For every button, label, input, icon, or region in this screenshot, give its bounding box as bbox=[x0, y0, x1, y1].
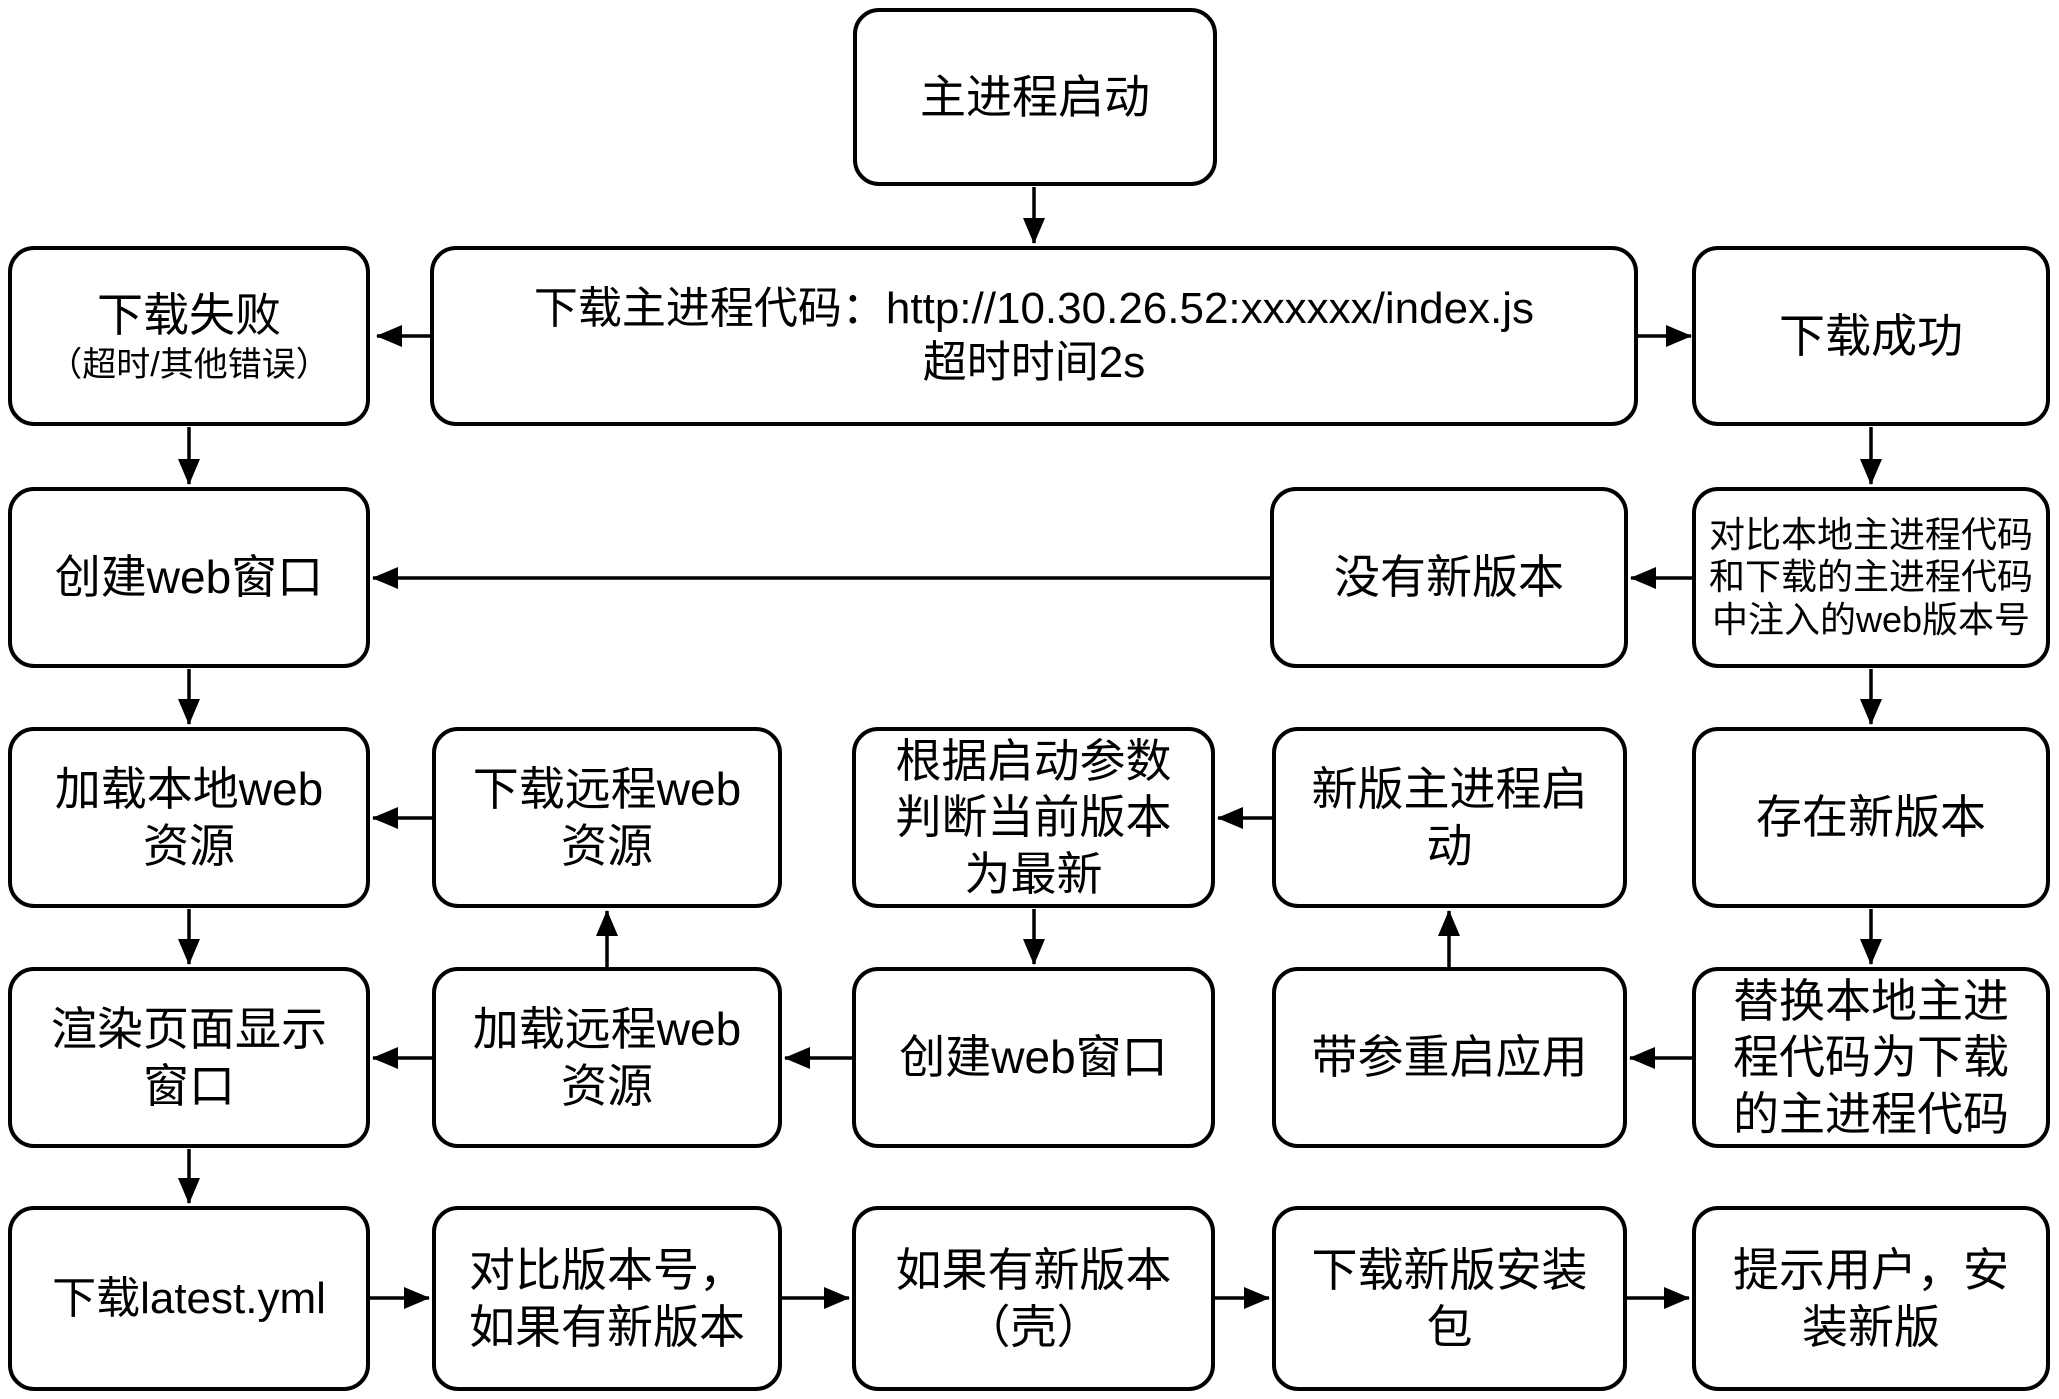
node-download-latest-yml: 下载latest.yml bbox=[8, 1206, 370, 1391]
node-label: 加载本地web 资源 bbox=[54, 763, 324, 872]
node-label: 没有新版本 bbox=[1334, 551, 1564, 604]
node-restart-with-args: 带参重启应用 bbox=[1272, 967, 1627, 1148]
node-label: 下载成功 bbox=[1779, 309, 1963, 362]
node-label: 对比本地主进程代码 和下载的主进程代码 中注入的web版本号 bbox=[1708, 513, 2033, 640]
node-download-installer: 下载新版安装 包 bbox=[1272, 1206, 1627, 1391]
node-create-web-window: 创建web窗口 bbox=[8, 487, 370, 668]
node-main-process-start: 主进程启动 bbox=[853, 8, 1217, 186]
node-no-new-version: 没有新版本 bbox=[1270, 487, 1628, 668]
node-label: 提示用户，安 装新版 bbox=[1733, 1244, 2009, 1353]
node-label: 下载latest.yml bbox=[52, 1273, 326, 1323]
node-compare-version-number: 对比版本号， 如果有新版本 bbox=[432, 1206, 782, 1391]
node-compare-web-version: 对比本地主进程代码 和下载的主进程代码 中注入的web版本号 bbox=[1692, 487, 2050, 668]
node-label: 存在新版本 bbox=[1756, 791, 1986, 844]
node-label: 渲染页面显示 窗口 bbox=[51, 1003, 327, 1112]
node-label: 带参重启应用 bbox=[1311, 1031, 1588, 1084]
node-download-remote-web-resources: 下载远程web 资源 bbox=[432, 727, 782, 908]
node-new-main-process-start: 新版主进程启 动 bbox=[1272, 727, 1627, 908]
node-replace-local-main-code: 替换本地主进 程代码为下载 的主进程代码 bbox=[1692, 967, 2050, 1148]
node-label: 下载新版安装 包 bbox=[1311, 1244, 1588, 1353]
node-label: 主进程启动 bbox=[920, 70, 1150, 123]
node-label: 创建web窗口 bbox=[54, 551, 324, 604]
node-download-failed: 下载失败 （超时/其他错误） bbox=[8, 246, 370, 426]
node-download-main-code: 下载主进程代码：http://10.30.26.52:xxxxxx/index.… bbox=[430, 246, 1638, 426]
node-label: 加载远程web 资源 bbox=[472, 1003, 742, 1112]
node-sublabel: （超时/其他错误） bbox=[48, 345, 330, 384]
node-label: 根据启动参数 判断当前版本 为最新 bbox=[895, 735, 1172, 900]
node-prompt-user-install: 提示用户，安 装新版 bbox=[1692, 1206, 2050, 1391]
node-load-remote-web-resources: 加载远程web 资源 bbox=[432, 967, 782, 1148]
node-new-version-exists: 存在新版本 bbox=[1692, 727, 2050, 908]
node-label: 创建web窗口 bbox=[899, 1031, 1168, 1084]
node-load-local-web-resources: 加载本地web 资源 bbox=[8, 727, 370, 908]
node-create-web-window-2: 创建web窗口 bbox=[852, 967, 1215, 1148]
node-judge-current-version-latest: 根据启动参数 判断当前版本 为最新 bbox=[852, 727, 1215, 908]
node-label: 下载远程web 资源 bbox=[472, 763, 742, 872]
node-label: 新版主进程启 动 bbox=[1311, 763, 1588, 872]
node-download-success: 下载成功 bbox=[1692, 246, 2050, 426]
node-label: 下载主进程代码：http://10.30.26.52:xxxxxx/index.… bbox=[533, 284, 1535, 387]
node-label: 下载失败 bbox=[97, 288, 281, 341]
node-new-shell-version: 如果有新版本 （壳） bbox=[852, 1206, 1215, 1391]
node-label: 对比版本号， 如果有新版本 bbox=[469, 1244, 745, 1353]
node-label: 如果有新版本 （壳） bbox=[895, 1244, 1172, 1353]
node-render-page-window: 渲染页面显示 窗口 bbox=[8, 967, 370, 1148]
node-label: 替换本地主进 程代码为下载 的主进程代码 bbox=[1733, 975, 2009, 1140]
